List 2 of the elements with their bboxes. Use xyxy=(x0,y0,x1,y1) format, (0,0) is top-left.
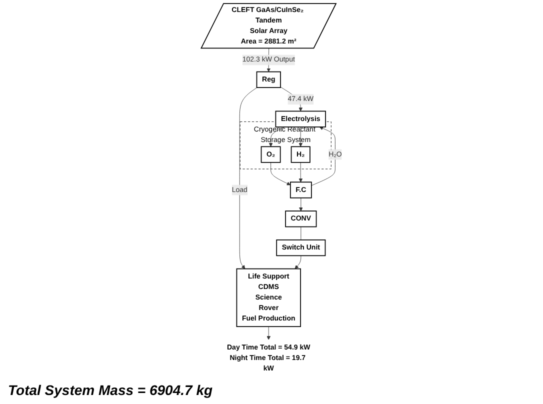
connector xyxy=(300,226,302,240)
total-mass-note: Total System Mass = 6904.7 kg xyxy=(8,382,214,398)
